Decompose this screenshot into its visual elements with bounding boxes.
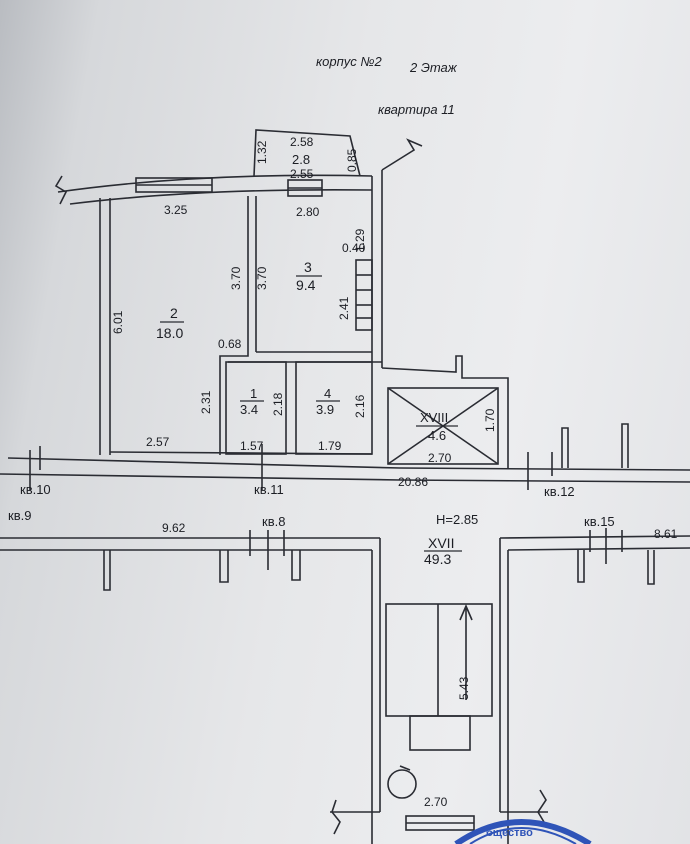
apt-kv12: кв.12 [544,484,575,499]
dim-9-62: 9.62 [162,521,186,535]
stair-right-wall [499,538,509,844]
stair-bottom-break-right [537,789,547,823]
lower-right-wall-bottom [507,547,690,551]
building-label: корпус №2 [316,54,382,69]
shaft-enclosure [381,355,509,468]
exterior-wall-top-inner [69,188,373,205]
apartment-bottom-wall [109,451,373,455]
dim-1-29: 1.29 [353,228,367,252]
room-4-area: 3.9 [316,402,334,417]
room-xvii-area: 49.3 [424,551,451,567]
partition-2-3-a [219,196,249,455]
wall-break-left [54,175,68,205]
apt-kv9: кв.9 [8,508,31,523]
dim-1-32: 1.32 [255,140,269,164]
sep-kv12 [527,452,553,490]
dim-20-86: 20.86 [398,475,428,489]
dim-0-68: 0.68 [218,337,242,351]
balcony-bottom: 2.55 [290,167,314,181]
kv15-marker [589,528,623,564]
dim-2-18: 2.18 [271,392,285,416]
lower-stub-e [647,550,655,585]
room-1-number: 1 [250,386,257,401]
wardrobe [355,259,373,331]
room-1-outline [225,361,287,455]
apt-kv8: кв.8 [262,514,285,529]
lower-stub-c [291,550,301,581]
right-stubs [561,423,629,468]
corridor-wall-top [7,457,690,471]
floor-height: H=2.85 [436,512,478,527]
dim-3-70-b: 3.70 [255,266,269,290]
room-xvii-number: XVII [428,535,454,551]
room-3-number: 3 [304,259,312,275]
stamp-text: бщество [486,827,533,839]
dim-2-16: 2.16 [353,394,367,418]
kv8-marker [249,530,285,570]
dim-1-70: 1.70 [483,408,497,432]
dim-2-41: 2.41 [337,296,351,320]
stair-landing [409,715,471,751]
dim-1-57: 1.57 [240,439,264,453]
balcony-top: 2.58 [290,135,314,149]
stair-bottom-break [331,799,341,835]
sep-kv10 [29,446,41,490]
lower-right-wall-top [499,535,690,539]
room-4-number: 4 [324,386,331,401]
apt-kv10: кв.10 [20,482,51,497]
stair-arrow [459,603,473,700]
rubbish-chute-mark [399,765,411,771]
dim-2-57: 2.57 [146,435,170,449]
dim-3-70-a: 3.70 [229,266,243,290]
dim-3-25: 3.25 [164,203,188,217]
lower-stub-b [219,550,229,583]
stair-flight [385,603,493,717]
room-xviii-number: XVIII [420,410,448,425]
dim-2-31: 2.31 [199,390,213,414]
dim-2-80: 2.80 [296,205,320,219]
corridor-wall-bottom [0,473,690,483]
room-2-number: 2 [170,305,178,321]
apt-kv11: кв.11 [254,482,284,497]
room-1-area: 3.4 [240,402,258,417]
corridor-top-right-wall [381,138,423,171]
stair-left-wall [371,538,381,844]
room-2-area: 18.0 [156,325,183,341]
apt-kv15: кв.15 [584,514,615,529]
lower-stub-d [577,550,585,583]
room-3-area: 9.4 [296,277,316,293]
dim-0-40: 0.40 [342,241,366,255]
dim-0-85: 0.85 [345,148,359,172]
floor-label: 2 Этаж [409,60,458,75]
dim-6-01: 6.01 [111,310,125,334]
dim-5-43: 5.43 [457,676,471,700]
company-stamp: бщество [454,819,592,844]
rubbish-chute [387,769,417,799]
lower-stub-a [103,550,111,591]
dim-2-70-a: 2.70 [428,451,452,465]
balcony-outline [253,129,361,177]
dim-8-61: 8.61 [654,527,678,541]
dim-2-70-b: 2.70 [424,795,448,809]
room-xviii-area: 4.6 [428,428,446,443]
shaft-box [387,387,499,465]
balcony-area: 2.8 [292,152,310,167]
apartment-label: квартира 11 [378,102,455,117]
dim-1-79: 1.79 [318,439,342,453]
